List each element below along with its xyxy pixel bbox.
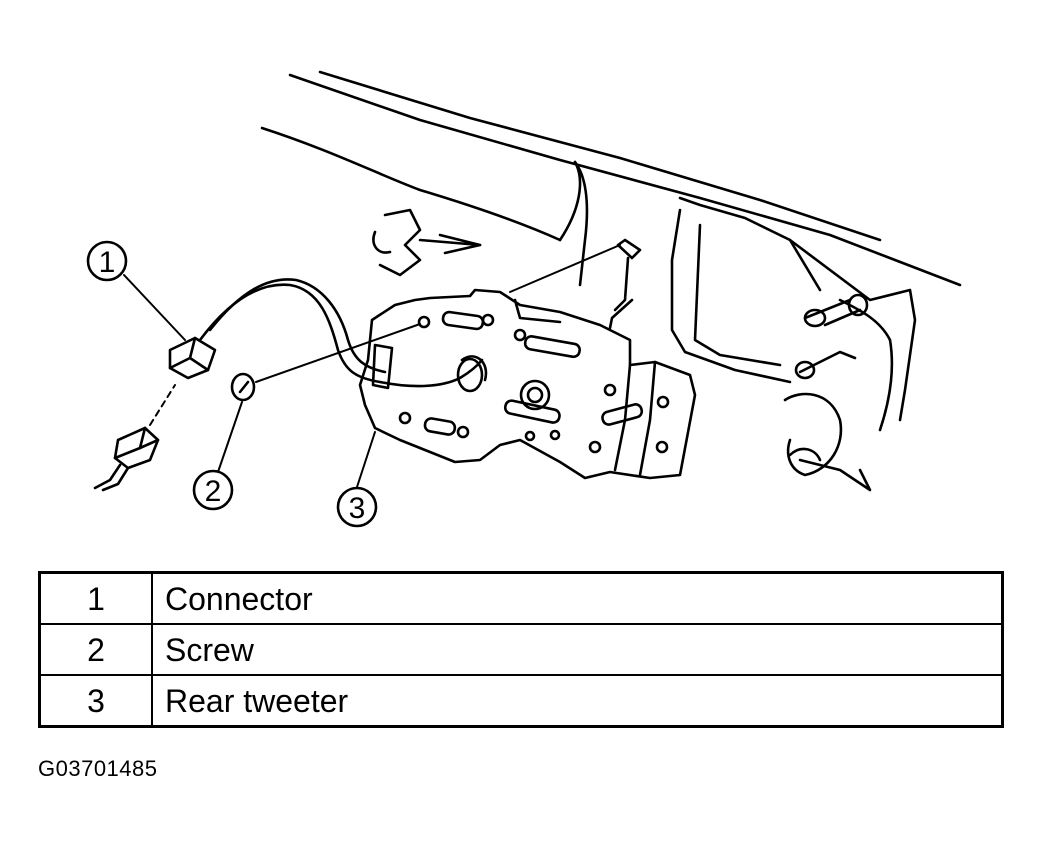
- parts-legend-table: 1 Connector 2 Screw 3 Rear tweeter: [38, 571, 1004, 728]
- legend-label: Screw: [151, 623, 1004, 676]
- callout-3-label: 3: [349, 492, 366, 525]
- rear-tweeter-diagram: 1 2 3: [86, 70, 962, 528]
- leader-lines: [123, 244, 621, 488]
- connector-part: [93, 336, 217, 492]
- legend-number: 3: [38, 674, 153, 728]
- figure-code: G03701485: [38, 756, 158, 781]
- legend-label: Connector: [151, 571, 1004, 625]
- body-pins: [608, 238, 642, 330]
- legend-number: 1: [38, 571, 153, 625]
- callout-1-label: 1: [99, 246, 116, 279]
- wire-harness: [198, 278, 484, 390]
- legend-number: 2: [38, 623, 153, 676]
- tweeter-bracket: [358, 288, 697, 480]
- table-row: 1 Connector: [38, 571, 1004, 625]
- callout-1: 1: [86, 240, 128, 282]
- screw-part: [230, 323, 421, 402]
- callout-2-label: 2: [205, 475, 222, 508]
- body-panel-lines: [260, 70, 962, 432]
- body-bracket-right: [783, 293, 872, 492]
- callout-2: 2: [192, 469, 234, 511]
- callout-3: 3: [336, 486, 378, 528]
- table-row: 3 Rear tweeter: [38, 674, 1004, 728]
- table-row: 2 Screw: [38, 623, 1004, 676]
- body-clip-left: [372, 208, 482, 277]
- legend-label: Rear tweeter: [151, 674, 1004, 728]
